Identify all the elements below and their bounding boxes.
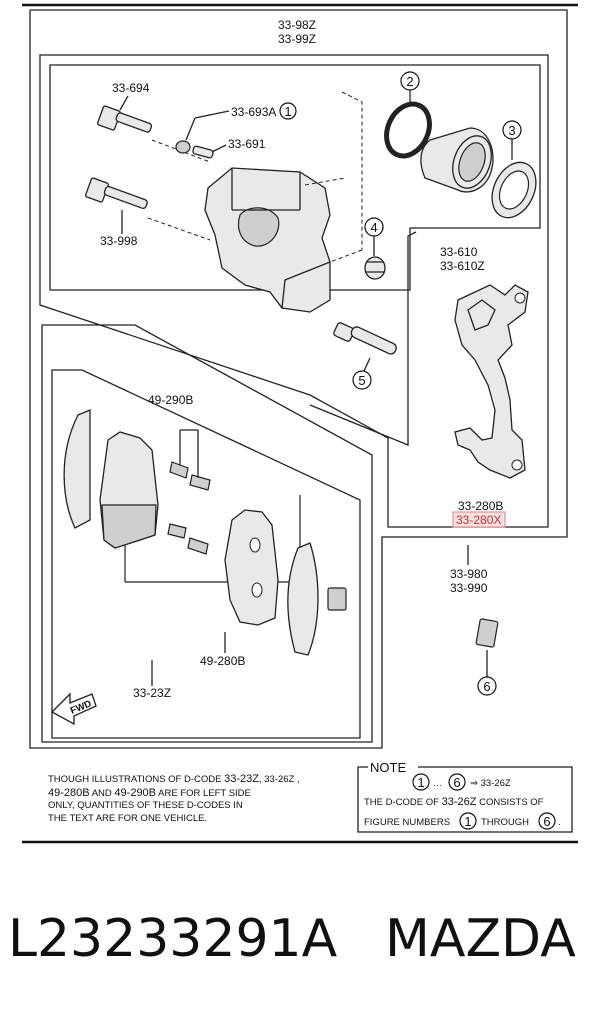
fwd-arrow: FWD	[50, 692, 97, 726]
label-caliper-assy-2: 33-99Z	[278, 32, 316, 46]
svg-text:1: 1	[464, 814, 471, 829]
brand-name: MAZDA	[385, 909, 576, 969]
dust-boot	[491, 161, 537, 219]
piston	[420, 127, 494, 193]
svg-text:49-280B AND 49-290B ARE FOR LE: 49-280B AND 49-290B ARE FOR LEFT SIDE	[48, 787, 251, 799]
pad-shim-outer-left	[63, 409, 91, 529]
label-bracket-1: 33-610	[440, 245, 478, 259]
caliper-inner-frame	[49, 64, 541, 291]
guide-bolt-upper	[97, 105, 211, 163]
guide-boot	[364, 256, 386, 280]
caliper-body	[204, 167, 331, 313]
label-bracket-2: 33-610Z	[440, 259, 485, 273]
left-note: THOUGH ILLUSTRATIONS OF D-CODE 33-23Z, 3…	[48, 773, 300, 824]
svg-text:1: 1	[284, 104, 291, 119]
svg-text:1: 1	[417, 775, 424, 790]
svg-text:ONLY, QUANTITIES OF THESE D-CO: ONLY, QUANTITIES OF THESE D-CODES IN	[48, 800, 243, 811]
guide-pin	[333, 322, 397, 355]
svg-text:3: 3	[508, 123, 515, 138]
bracket-frame	[309, 231, 417, 446]
callout-3: 3	[502, 120, 522, 160]
label-bracket-kit-1: 33-280B	[458, 499, 503, 513]
brake-pad-inner	[99, 431, 159, 549]
label-service-kit-2: 33-990	[450, 581, 488, 595]
label-guide-bolt-lower: 33-998	[100, 234, 138, 248]
wear-indicator	[327, 587, 347, 611]
callout-4: 4	[364, 217, 384, 256]
svg-text:2: 2	[406, 74, 413, 89]
guide-bolt-cap	[175, 140, 191, 154]
highlight-box	[452, 511, 506, 528]
svg-text:6: 6	[453, 775, 460, 790]
svg-text:THROUGH: THROUGH	[481, 817, 529, 828]
caliper-bracket	[454, 284, 529, 479]
label-caliper-assy-1: 33-98Z	[278, 18, 316, 32]
svg-text:.: .	[558, 817, 561, 828]
callout-2: 2	[400, 71, 420, 104]
guide-bolt-lower	[85, 177, 211, 241]
svg-text:6: 6	[483, 679, 490, 694]
label-bleeder-screw: 33-691	[228, 137, 266, 151]
part-number: L23233291A	[8, 909, 338, 969]
label-guide-bolt-upper: 33-694	[112, 81, 150, 95]
svg-text:THE TEXT ARE FOR ONE VEHICLE.: THE TEXT ARE FOR ONE VEHICLE.	[48, 813, 207, 824]
svg-text:4: 4	[370, 220, 377, 235]
label-bracket-kit-2: 33-280X	[456, 513, 501, 527]
svg-text:5: 5	[358, 373, 365, 388]
pad-sensor-part	[475, 618, 499, 648]
pad-kit-frame	[51, 369, 361, 739]
label-pad-kit: 49-280B	[200, 654, 245, 668]
bleeder-screw	[192, 145, 214, 159]
pad-set-frame	[41, 324, 373, 743]
caliper-frame	[39, 54, 549, 528]
brake-pad-outer	[224, 509, 279, 626]
label-guide-bolt-cap: 33-693A	[231, 105, 276, 119]
callout-5: 5	[352, 357, 372, 390]
label-pad-set: 33-23Z	[133, 686, 171, 700]
svg-text:…: …	[433, 778, 443, 789]
fwd-label: FWD	[69, 698, 93, 716]
svg-text:FIGURE NUMBERS: FIGURE NUMBERS	[364, 817, 450, 828]
pad-clips	[167, 429, 211, 555]
svg-text:THOUGH ILLUSTRATIONS OF D-CODE: THOUGH ILLUSTRATIONS OF D-CODE 33-23Z, 3…	[48, 773, 300, 785]
svg-text:THE D-CODE OF 33-26Z CONSISTS: THE D-CODE OF 33-26Z CONSISTS OF	[364, 796, 544, 808]
svg-text:6: 6	[543, 814, 550, 829]
piston-seal	[384, 101, 432, 159]
note-title: NOTE	[370, 760, 406, 775]
note-box: NOTE 1 … 6 ⇒ 33-26Z THE D-CODE OF 33-26Z…	[357, 760, 573, 833]
outer-frame	[29, 9, 568, 749]
callout-6: 6	[477, 650, 497, 696]
svg-text:⇒ 33-26Z: ⇒ 33-26Z	[470, 778, 511, 789]
label-service-kit-1: 33-980	[450, 567, 488, 581]
pad-shim-outer-right	[287, 542, 319, 656]
label-clip-kit: 49-290B	[148, 393, 193, 407]
callout-1: 1	[279, 102, 297, 120]
